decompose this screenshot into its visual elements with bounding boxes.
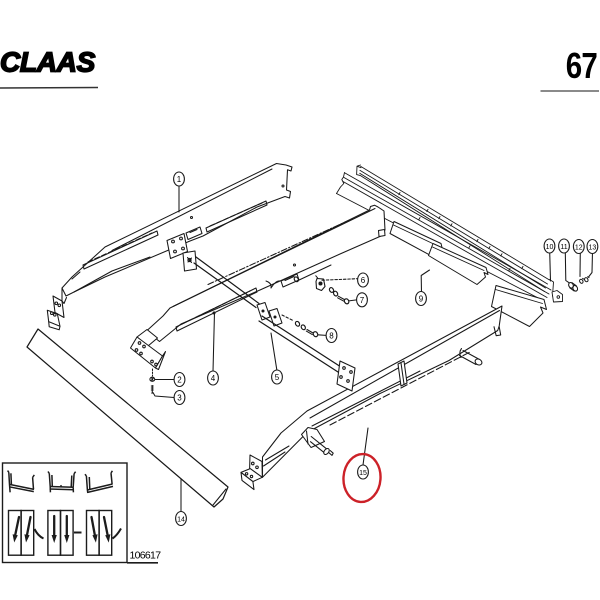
svg-text:12: 12 <box>575 245 583 252</box>
svg-text:106617: 106617 <box>130 550 162 562</box>
svg-text:2: 2 <box>177 376 182 385</box>
svg-text:3: 3 <box>177 394 182 403</box>
svg-text:7: 7 <box>360 296 365 305</box>
svg-text:5: 5 <box>275 373 280 382</box>
svg-text:CLAAS: CLAAS <box>0 47 96 78</box>
svg-text:1: 1 <box>177 175 182 184</box>
svg-text:6: 6 <box>361 276 366 285</box>
svg-text:13: 13 <box>589 245 597 252</box>
svg-text:14: 14 <box>177 517 185 524</box>
svg-text:67: 67 <box>566 45 597 85</box>
svg-text:8: 8 <box>329 332 334 341</box>
svg-text:9: 9 <box>419 295 424 304</box>
svg-text:4: 4 <box>211 374 216 383</box>
svg-text:11: 11 <box>560 244 567 251</box>
svg-text:15: 15 <box>359 470 367 477</box>
svg-text:10: 10 <box>546 244 554 251</box>
